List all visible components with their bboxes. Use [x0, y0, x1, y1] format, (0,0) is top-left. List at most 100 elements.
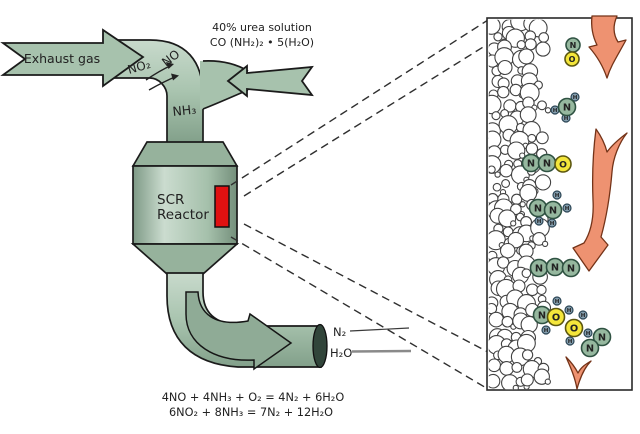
catalyst-particle — [507, 231, 525, 249]
catalyst-particle — [525, 142, 539, 155]
catalyst-particle — [524, 38, 537, 51]
catalyst-particle — [544, 378, 551, 385]
equation-line1: 4NO + 4NH₃ + O₂ = 4N₂ + 6H₂O — [162, 391, 345, 404]
catalyst-particle — [519, 106, 537, 124]
catalyst-element — [214, 185, 230, 228]
o-atom — [564, 318, 584, 338]
h2o-output-line — [351, 349, 412, 353]
zoom-dashed-line-1 — [230, 19, 489, 186]
scr-reactor-label-line2: Reactor — [157, 207, 209, 223]
catalyst-particle — [496, 256, 510, 269]
catalyst-particle — [488, 358, 502, 373]
o-atom — [554, 155, 572, 173]
h-atom — [565, 336, 575, 346]
n-atom — [543, 200, 563, 220]
catalyst-particle — [497, 59, 513, 76]
nh3-label: NH₃ — [172, 102, 197, 119]
h-atom — [541, 325, 551, 335]
catalyst-particle — [519, 201, 526, 208]
zoom-dashed-line-2 — [243, 43, 489, 197]
catalyst-particle — [510, 220, 517, 227]
zoom-dashed-line-3 — [243, 223, 489, 353]
n2-output-line — [349, 327, 410, 332]
catalyst-particle — [488, 373, 501, 389]
catalyst-particle — [538, 32, 550, 43]
n-atom — [557, 97, 577, 117]
n-atom — [561, 258, 581, 278]
catalyst-particle — [488, 311, 505, 328]
catalyst-particle — [520, 373, 534, 387]
exhaust-gas-label: Exhaust gas — [24, 51, 100, 66]
catalyst-particle — [511, 361, 523, 373]
o-atom — [546, 307, 566, 327]
reactor-top-cone — [131, 141, 239, 167]
catalyst-particle — [536, 284, 547, 296]
catalyst-particle — [518, 48, 535, 65]
reactor-bottom-cone — [130, 243, 240, 275]
catalyst-particle — [493, 32, 503, 42]
urea-solution-label-line2: CO (NH₂)₂ • 5(H₂O) — [210, 36, 314, 49]
equation-line2: 6NO₂ + 8NH₃ = 7N₂ + 12H₂O — [169, 406, 333, 419]
catalyst-particle — [491, 111, 501, 121]
flow-arc-1-arrowhead — [166, 62, 174, 69]
outlet-flow-arrow — [185, 291, 293, 371]
catalyst-particle — [488, 19, 501, 35]
catalyst-particle — [527, 133, 537, 143]
catalyst-particle — [519, 183, 538, 202]
catalyst-particle — [535, 41, 551, 57]
catalyst-particle — [537, 100, 547, 111]
catalyst-particle — [519, 152, 526, 159]
urea-solution-label-line1: 40% urea solution — [212, 21, 312, 34]
n-atom — [592, 327, 612, 347]
catalyst-particle — [488, 94, 502, 115]
n-atom — [529, 258, 549, 278]
exhaust-gas-arrow — [0, 28, 145, 88]
scr-reactor-label-line1: SCR — [157, 192, 184, 208]
h-atom — [583, 328, 593, 338]
flow-arc-2-arrowhead — [171, 73, 179, 81]
catalyst-particle — [494, 171, 501, 178]
catalyst-particle — [532, 232, 546, 246]
h2o-output-label: H₂O — [330, 346, 352, 360]
h-atom — [570, 92, 580, 102]
n2-output-label: N₂ — [333, 325, 346, 339]
h-atom — [552, 190, 562, 200]
h-atom — [578, 310, 588, 320]
catalyst-particle — [499, 163, 513, 178]
catalyst-particle — [499, 242, 516, 259]
h-atom — [562, 203, 572, 213]
gas-flow-arrow-bottom — [565, 356, 592, 390]
catalyst-particle — [512, 384, 519, 390]
h-atom — [564, 305, 574, 315]
gas-flow-arrow-middle — [572, 128, 628, 272]
o-atom — [564, 51, 580, 67]
outlet-pipe-opening — [312, 323, 328, 369]
catalyst-particle — [499, 361, 515, 376]
catalyst-particle — [492, 182, 502, 192]
catalyst-particle — [541, 240, 549, 248]
no2-label: NO₂ — [126, 57, 152, 77]
catalyst-particle — [501, 179, 511, 188]
n-atom — [537, 153, 557, 173]
h-atom — [547, 218, 557, 228]
gas-flow-arrow-top — [588, 15, 627, 79]
catalyst-particle — [521, 349, 534, 361]
catalyst-particle — [535, 131, 549, 145]
catalyst-particle — [497, 85, 510, 99]
urea-inlet-arrow — [226, 64, 314, 98]
n-atom — [521, 153, 541, 173]
catalyst-particle — [521, 268, 532, 279]
catalyst-particle — [544, 107, 552, 114]
zoom-dashed-line-4 — [230, 236, 489, 390]
catalyst-particle — [488, 165, 496, 174]
n-atom — [545, 257, 565, 277]
n-atom — [565, 37, 581, 53]
urea-junction-pipe — [200, 60, 248, 110]
catalyst-particle — [516, 40, 526, 50]
catalyst-particle — [534, 174, 552, 191]
h-atom — [534, 216, 544, 226]
